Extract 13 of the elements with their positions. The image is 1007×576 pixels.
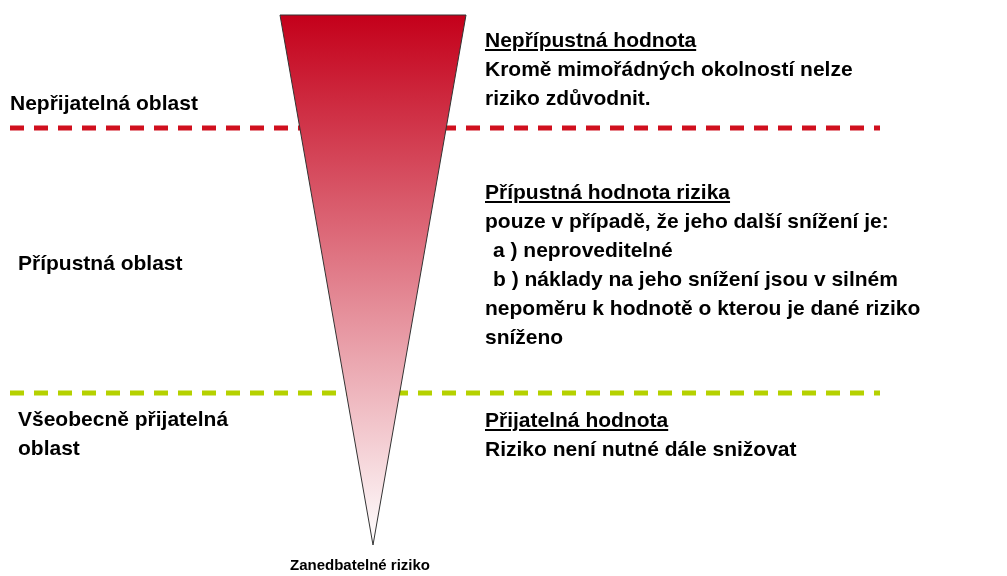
note-text: Kromě mimořádných okolností nelze riziko zdůvodnit. (485, 56, 854, 111)
heading: Nepřípustná hodnota (485, 27, 698, 53)
caption-text: Zanedbatelné riziko (290, 556, 432, 574)
list-item: b ) náklady na jeho snížení jsou v silném nepoměru k hodnotě o kterou je dané riziko sníženo (485, 266, 922, 350)
zone-label: Všeobecně přijatelná oblast (18, 406, 230, 461)
note-text: Riziko není nutné dále snižovat (485, 436, 798, 462)
heading: Přípustná hodnota rizika (485, 179, 732, 205)
zone-label: Nepřijatelná oblast (10, 90, 199, 116)
list-item: a ) neproveditelné (493, 237, 674, 263)
risk-triangle (279, 14, 467, 546)
note-text: pouze v případě, že jeho další snížení je: (485, 208, 890, 234)
heading: Přijatelná hodnota (485, 407, 670, 433)
zone-label: Přípustná oblast (18, 250, 184, 276)
